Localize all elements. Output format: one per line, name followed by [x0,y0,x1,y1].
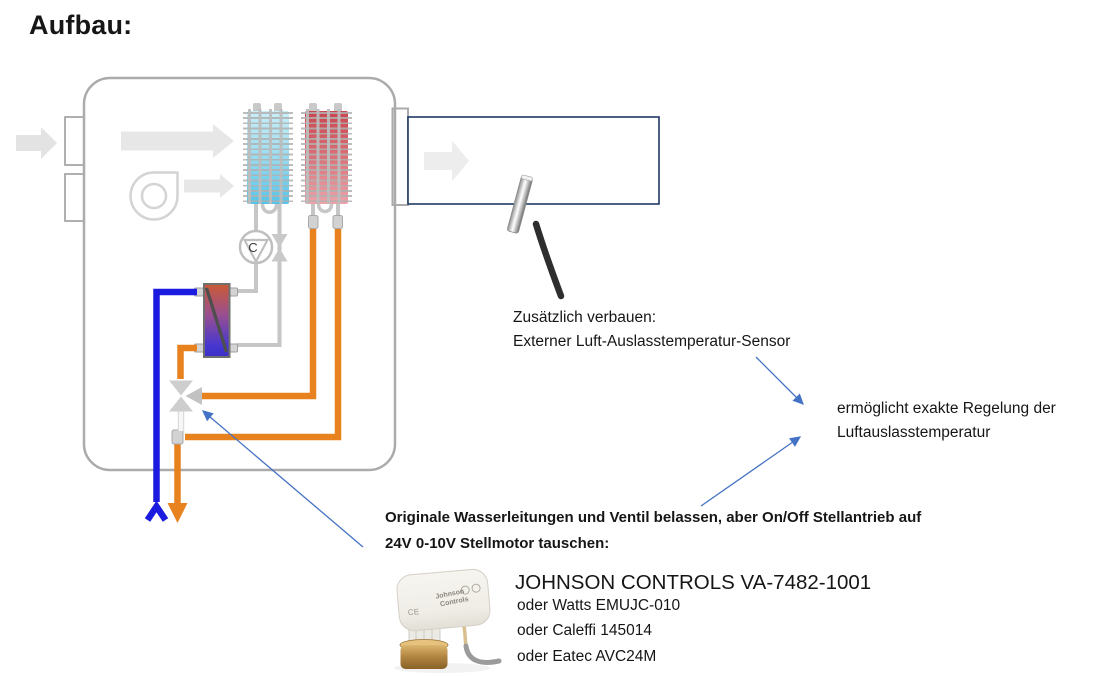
supply-fan-icon [129,171,179,221]
product-alt-2: oder Caleffi 145014 [517,622,653,639]
airflow-arrow-fan-icon [184,174,234,198]
inlet-duct-segments [64,116,85,222]
three-way-valve-icon [169,380,202,431]
cold-water-pipe [144,288,197,522]
sensor-note: Zusätzlich verbauen: Externer Luft-Ausla… [513,306,790,354]
annotation-arrows [202,356,804,548]
product-alt-1: oder Watts EMUJC-010 [517,597,681,614]
valve-note-line1: Originale Wasserleitungen und Ventil bel… [385,509,922,526]
actuator-photo: Johnson Controls CE [394,568,502,673]
heat-exchanger [203,283,231,358]
airflow-arrow-outlet-icon [424,140,469,182]
actuator-ce-mark: CE [408,607,420,617]
airflow-arrow-inlet-icon [16,127,57,159]
heating-coil-tubes [306,109,347,204]
hot-water-pipes [174,228,342,505]
sensor-note-line2: Externer Luft-Auslasstemperatur-Sensor [513,333,791,350]
airflow-arrow-main-icon [121,124,234,158]
pump-label: C [248,240,257,255]
heating-coil [301,109,352,204]
product-alt-3: oder Eatec AVC24M [517,648,657,665]
benefit-note: ermöglicht exakte Regelung der Luftausla… [837,397,1056,445]
ahu-box [82,76,397,472]
product-primary: JOHNSON CONTROLS VA-7482-1001 [515,571,872,594]
cooling-coil-tubes [248,109,288,204]
pipe-fittings [171,215,343,445]
page-title: Aufbau: [29,10,133,40]
hot-water-outlet-arrow [167,503,188,523]
valve-note-line2: 24V 0-10V Stellmotor tauschen: [385,535,610,552]
check-valve-icon [271,234,288,262]
annotation-arrow-valvetext-to-benefit [700,436,802,507]
valve-note: Originale Wasserleitungen und Ventil bel… [385,505,921,557]
pump-icon: C [238,229,274,265]
cooling-coil [243,109,293,204]
coil-pipes-gray [237,203,340,347]
annotation-arrow-text-to-valve [202,410,364,548]
benefit-note-line2: Luftauslasstemperatur [837,424,991,441]
temperature-sensor-image [507,174,565,300]
annotation-arrow-sensor-to-benefit [755,356,804,405]
sensor-note-line1: Zusätzlich verbauen: [513,309,657,326]
benefit-note-line1: ermöglicht exakte Regelung der [837,400,1056,417]
